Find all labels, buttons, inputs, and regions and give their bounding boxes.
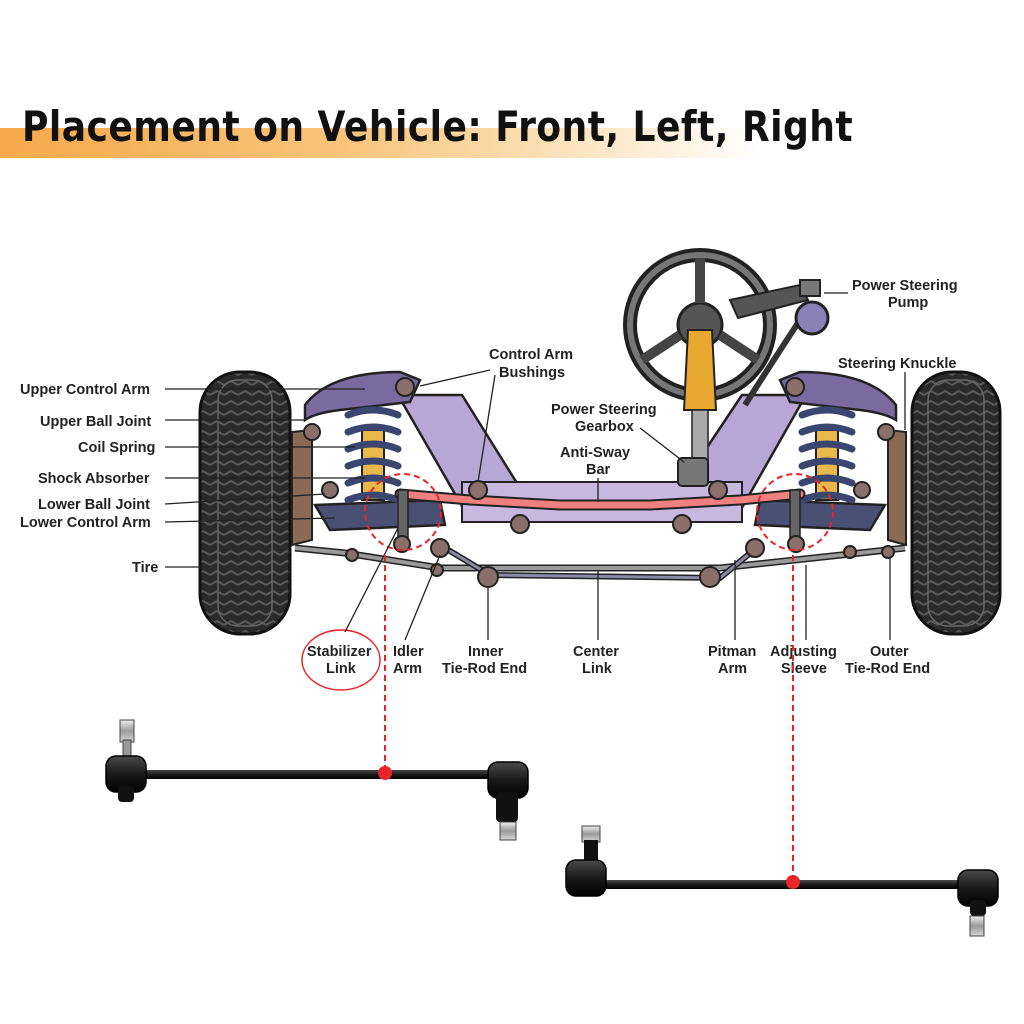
right-product-marker-dot bbox=[786, 875, 800, 889]
right-upper-control-arm bbox=[778, 370, 898, 423]
left-stabilizer-link-mounted bbox=[397, 489, 409, 541]
label-lower-control-arm: Lower Control Arm bbox=[20, 515, 151, 531]
leader-lower-control-arm bbox=[164, 517, 336, 523]
label-center-link-line1: Center bbox=[573, 644, 619, 660]
right-stabilizer-link-mounted bbox=[789, 489, 801, 541]
label-outer-tie-rod-end-line1: Outer bbox=[870, 644, 909, 660]
leader-lower-ball-joint bbox=[164, 493, 326, 505]
right-coil-spring bbox=[798, 406, 856, 504]
label-coil-spring: Coil Spring bbox=[78, 440, 155, 456]
label-stabilizer-link-line1: Stabilizer bbox=[307, 644, 372, 660]
label-power-steering-pump-line2: Pump bbox=[888, 295, 928, 311]
joint-bolts bbox=[303, 377, 895, 588]
title-accent-band bbox=[0, 128, 760, 158]
leader-idler-arm bbox=[404, 554, 441, 641]
label-inner-tie-rod-end-line1: Inner bbox=[468, 644, 504, 660]
label-upper-control-arm: Upper Control Arm bbox=[20, 382, 150, 398]
right-steering-knuckle bbox=[887, 428, 907, 547]
label-center-link-line2: Link bbox=[582, 661, 613, 677]
right-lower-control-arm bbox=[753, 498, 888, 532]
power-steering-pump bbox=[728, 279, 830, 407]
left-tire bbox=[198, 370, 292, 636]
label-upper-ball-joint: Upper Ball Joint bbox=[40, 414, 151, 430]
label-inner-tie-rod-end-line2: Tie-Rod End bbox=[442, 661, 527, 677]
power-steering-gearbox bbox=[677, 457, 709, 487]
left-stabilizer-highlight-circle bbox=[364, 473, 442, 551]
label-pitman-arm-line2: Arm bbox=[718, 661, 747, 677]
label-lower-ball-joint: Lower Ball Joint bbox=[38, 497, 150, 513]
label-anti-sway-bar-line1: Anti-Sway bbox=[560, 445, 630, 461]
label-tire: Tire bbox=[132, 560, 158, 576]
label-adjusting-sleeve-line1: Adjusting bbox=[770, 644, 837, 660]
label-pitman-arm-line1: Pitman bbox=[708, 644, 756, 660]
left-stabilizer-link-product bbox=[105, 719, 529, 841]
leader-power-steering-gearbox bbox=[639, 427, 685, 463]
label-power-steering-gearbox-line2: Gearbox bbox=[575, 419, 634, 435]
label-anti-sway-bar-line2: Bar bbox=[586, 462, 611, 478]
left-product-marker-dot bbox=[378, 766, 392, 780]
label-steering-knuckle: Steering Knuckle bbox=[838, 356, 956, 372]
label-power-steering-gearbox-line1: Power Steering bbox=[551, 402, 657, 418]
label-stabilizer-link-line2: Link bbox=[326, 661, 357, 677]
left-upper-control-arm bbox=[303, 370, 422, 423]
leader-stabilizer-link bbox=[344, 527, 399, 633]
label-power-steering-pump-line1: Power Steering bbox=[852, 278, 958, 294]
stabilizer-link-callout-ring bbox=[301, 629, 381, 691]
label-outer-tie-rod-end-line2: Tie-Rod End bbox=[845, 661, 930, 677]
left-coil-spring bbox=[344, 406, 402, 504]
right-stabilizer-link-product bbox=[565, 825, 999, 937]
right-stabilizer-highlight-circle bbox=[756, 473, 834, 551]
steering-column bbox=[682, 329, 718, 463]
label-control-arm-bushings-line1: Control Arm bbox=[489, 347, 573, 363]
steering-linkage bbox=[294, 542, 906, 582]
leader-control-arm-bushings bbox=[419, 369, 496, 483]
label-idler-arm-line2: Arm bbox=[393, 661, 422, 677]
page-title: Placement on Vehicle: Front, Left, Right bbox=[22, 102, 854, 151]
right-tire bbox=[910, 370, 1002, 636]
label-adjusting-sleeve-line2: Sleeve bbox=[781, 661, 827, 677]
label-idler-arm-line1: Idler bbox=[393, 644, 424, 660]
left-lower-control-arm bbox=[312, 498, 447, 532]
label-control-arm-bushings-line2: Bushings bbox=[499, 365, 565, 381]
label-shock-absorber: Shock Absorber bbox=[38, 471, 150, 487]
